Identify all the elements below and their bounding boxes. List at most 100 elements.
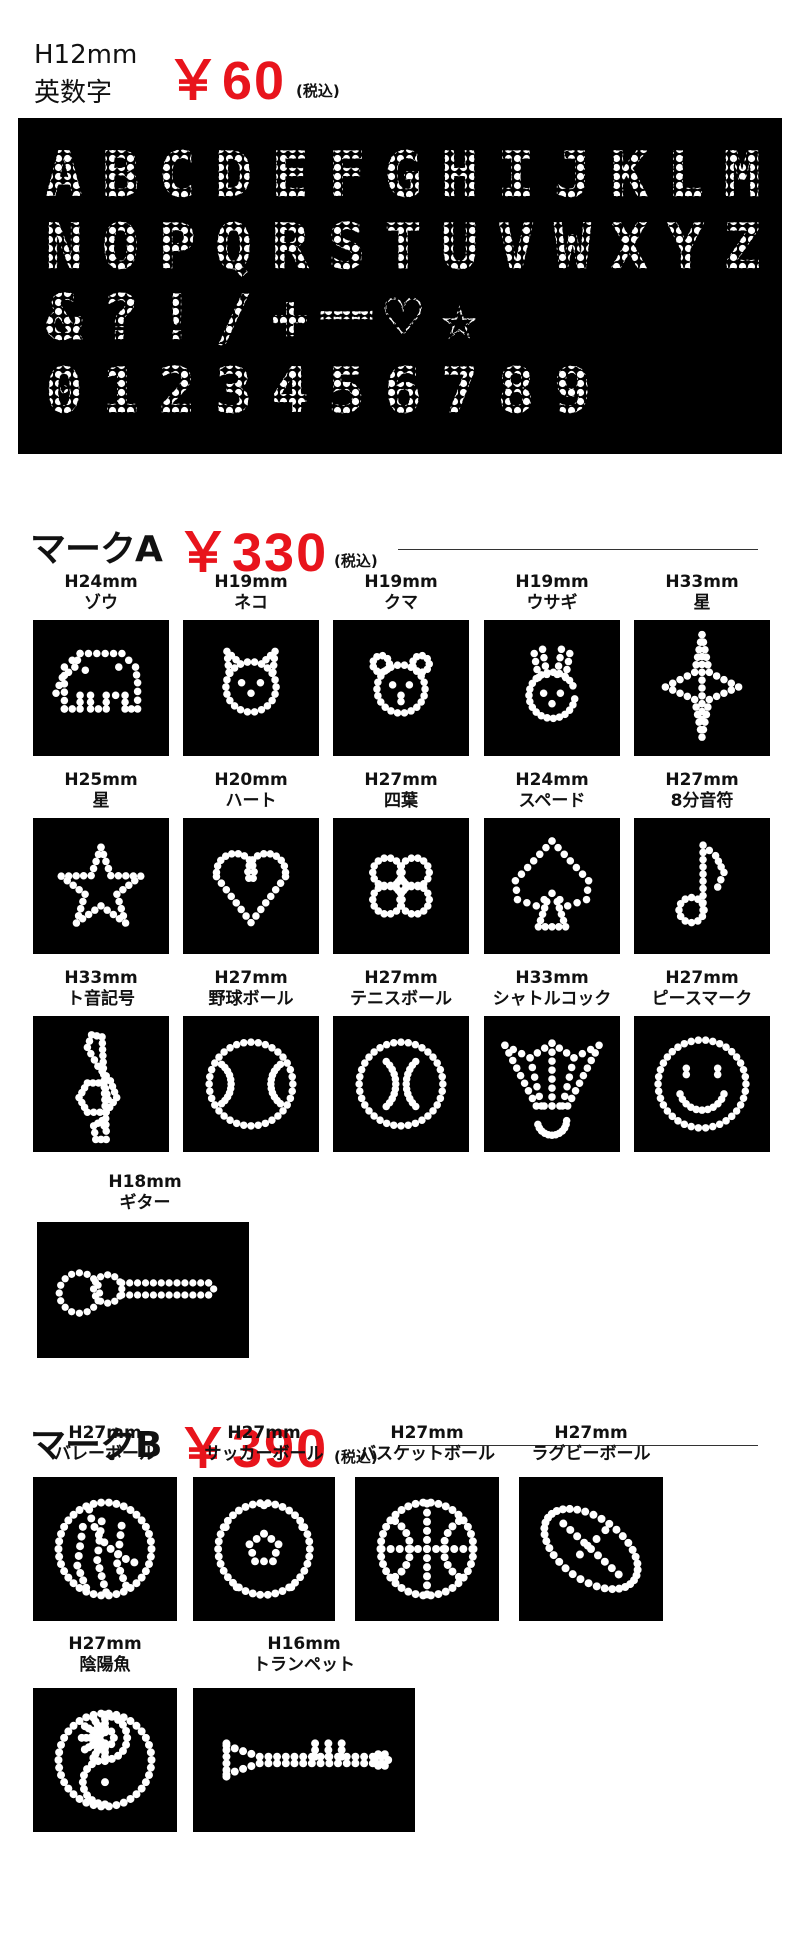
alphabet-glyph: 4 (271, 354, 308, 427)
item-name: バスケットボール (359, 1444, 495, 1464)
guitar-icon (55, 1269, 218, 1317)
basketball-icon (376, 1498, 478, 1600)
alphabet-glyph: 2 (158, 354, 195, 427)
item-size: H24mm (515, 770, 589, 790)
mark-b-price: ￥390 (176, 1419, 329, 1479)
bear-tile (333, 620, 469, 756)
soccer-ball-icon (214, 1499, 314, 1599)
guitar-tile (37, 1222, 249, 1358)
clover-tile (333, 818, 469, 954)
item-name: ハート (225, 791, 277, 811)
baseball-tile (183, 1016, 319, 1152)
alphabet-glyph: K (610, 138, 648, 211)
mark-b-divider (398, 1445, 758, 1446)
item-size: H19mm (364, 572, 438, 592)
item-size: H33mm (665, 572, 739, 592)
cat-icon (222, 647, 280, 716)
alphabet-glyph: ♡ (384, 281, 421, 354)
rabbit-icon (525, 645, 579, 723)
item-name: 野球ボール (208, 989, 294, 1009)
elephant-tile (33, 620, 169, 756)
alphabet-glyph: C (158, 138, 195, 211)
item-size: H16mm (267, 1634, 341, 1654)
trumpet-tile (193, 1688, 415, 1832)
item-name: スペード (518, 791, 586, 811)
alphabet-glyph: N (45, 210, 82, 283)
alphabet-glyph: A (45, 138, 82, 211)
item-name: シャトルコック (492, 989, 612, 1009)
item-name: サッカーボール (204, 1444, 324, 1464)
treble-clef-icon (75, 1031, 121, 1144)
rugby-ball-tile (519, 1477, 663, 1621)
alphabet-glyph: R (271, 210, 309, 283)
heart-icon (212, 850, 290, 927)
baseball-icon (205, 1038, 297, 1130)
item-size: H27mm (364, 968, 438, 988)
alphabet-glyph: & (45, 281, 83, 354)
elephant-icon (52, 649, 142, 713)
item-size: H27mm (68, 1423, 142, 1443)
star-tile (33, 818, 169, 954)
alphabet-glyph: J (554, 138, 591, 211)
soccer-ball-tile (193, 1477, 335, 1621)
alphabet-glyph: 1 (102, 354, 139, 427)
item-size: H27mm (554, 1423, 628, 1443)
spade-tile (484, 818, 620, 954)
item-size: H27mm (364, 770, 438, 790)
alphabet-glyph: L (667, 138, 704, 211)
item-size: H24mm (64, 572, 138, 592)
alphabet-glyph: 6 (384, 354, 421, 427)
treble-clef-tile (33, 1016, 169, 1152)
item-size: H27mm (227, 1423, 301, 1443)
alphabet-glyph: W (554, 210, 592, 283)
tennis-ball-tile (333, 1016, 469, 1152)
item-size: H18mm (108, 1172, 182, 1192)
alphabet-glyph: I (497, 138, 534, 211)
basketball-tile (355, 1477, 499, 1621)
smiley-tile (634, 1016, 770, 1152)
item-size: H19mm (214, 572, 288, 592)
alphabet-glyph: 9 (554, 354, 591, 427)
alphabet-glyph: 5 (328, 354, 365, 427)
item-size: H33mm (64, 968, 138, 988)
alphabet-glyph: O (102, 210, 139, 283)
mark-a-title: マークA (30, 529, 163, 570)
alphabet-glyph: G (384, 138, 421, 211)
item-name: トランペット (253, 1655, 355, 1675)
item-size: H27mm (214, 968, 288, 988)
alphabet-glyph: ー (315, 281, 377, 354)
yin-yang-icon (54, 1709, 156, 1811)
alphabet-glyph: U (441, 210, 478, 283)
tennis-ball-icon (355, 1038, 447, 1130)
eighth-note-icon (675, 841, 728, 927)
item-name: 星 (693, 593, 711, 613)
bear-icon (369, 651, 434, 717)
alphabet-glyph: S (328, 210, 365, 283)
header-tax: (税込) (296, 82, 340, 100)
header-kind: 英数字 (34, 78, 113, 108)
item-name: バレーボール (54, 1444, 156, 1464)
mark-a-price: ￥330 (176, 523, 329, 583)
alphabet-glyph: X (610, 210, 647, 283)
mark-a-tax: (税込) (334, 552, 378, 570)
mark-b-tax: (税込) (334, 1448, 378, 1466)
alphabet-glyph: ☆ (441, 281, 478, 354)
cat-tile (183, 620, 319, 756)
alphabet-glyph: 3 (215, 354, 252, 427)
alphabet-glyph: E (271, 138, 308, 211)
item-name: 陰陽魚 (79, 1655, 131, 1675)
item-name: ラグビーボール (531, 1444, 651, 1464)
